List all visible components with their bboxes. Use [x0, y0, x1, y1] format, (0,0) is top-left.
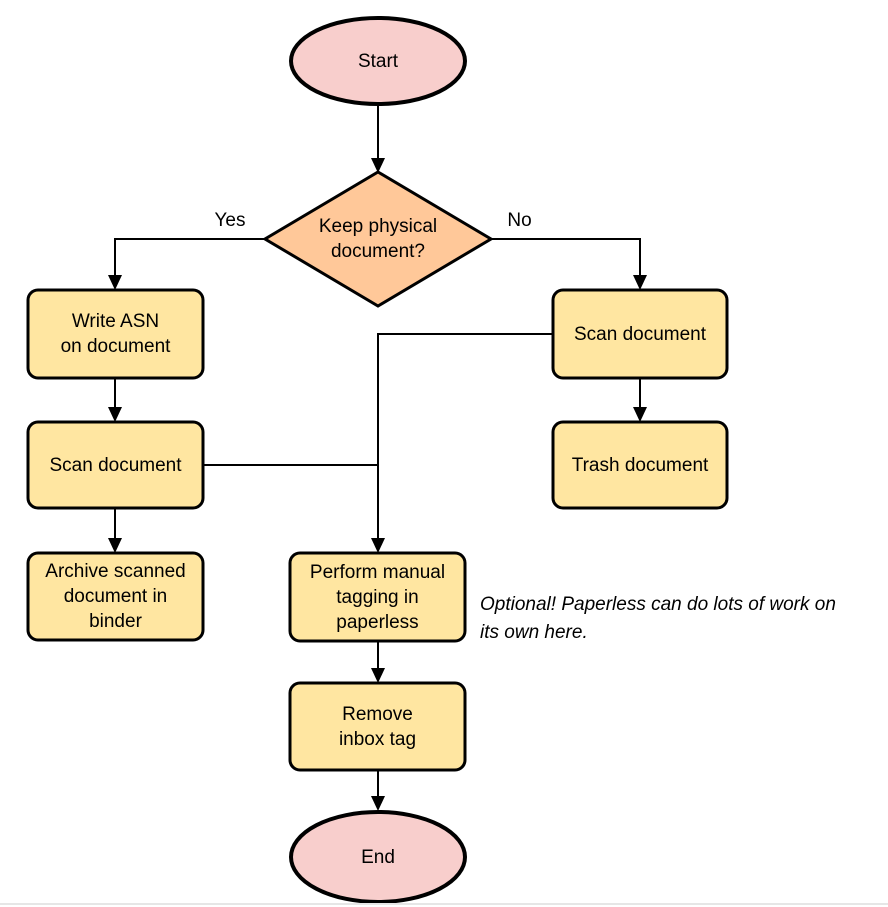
node-tagging-shape[interactable]: [288, 551, 467, 643]
node-start-shape[interactable]: [289, 16, 467, 106]
node-remove-inbox-shape[interactable]: [288, 681, 467, 772]
node-write-asn-shape[interactable]: [26, 288, 205, 380]
node-decision-shape[interactable]: [262, 170, 494, 308]
arrowhead-down-icon: [108, 538, 122, 553]
arrowhead-down-icon: [108, 275, 122, 290]
arrowhead-down-icon: [108, 407, 122, 422]
edge-write-asn-scan-left: [108, 378, 122, 422]
edge-scan-right-tagging: [371, 333, 553, 553]
arrowhead-down-icon: [371, 668, 385, 683]
arrowhead-down-icon: [371, 538, 385, 553]
page-divider: [0, 903, 888, 905]
arrowhead-down-icon: [633, 275, 647, 290]
node-trash-shape[interactable]: [551, 420, 729, 510]
edge-remove-inbox-end: [371, 770, 385, 811]
edge-start-decision: [371, 105, 385, 173]
node-archive-shape[interactable]: [26, 551, 205, 642]
annotation-note: Optional! Paperless can do lots of work …: [480, 594, 836, 643]
arrowhead-down-icon: [633, 407, 647, 422]
edge-scan-left-archive: [108, 508, 122, 553]
edge-decision-write-asn-yes: [108, 238, 265, 290]
arrowhead-down-icon: [371, 158, 385, 173]
edge-tagging-remove-inbox: [371, 641, 385, 683]
node-end-shape[interactable]: [289, 810, 467, 904]
edge-scan-right-trash: [633, 378, 647, 422]
edge-decision-scan-right-no: [491, 238, 647, 290]
node-scan-right-shape[interactable]: [551, 288, 729, 380]
arrowhead-down-icon: [371, 796, 385, 811]
node-scan-left-shape[interactable]: [26, 420, 205, 510]
